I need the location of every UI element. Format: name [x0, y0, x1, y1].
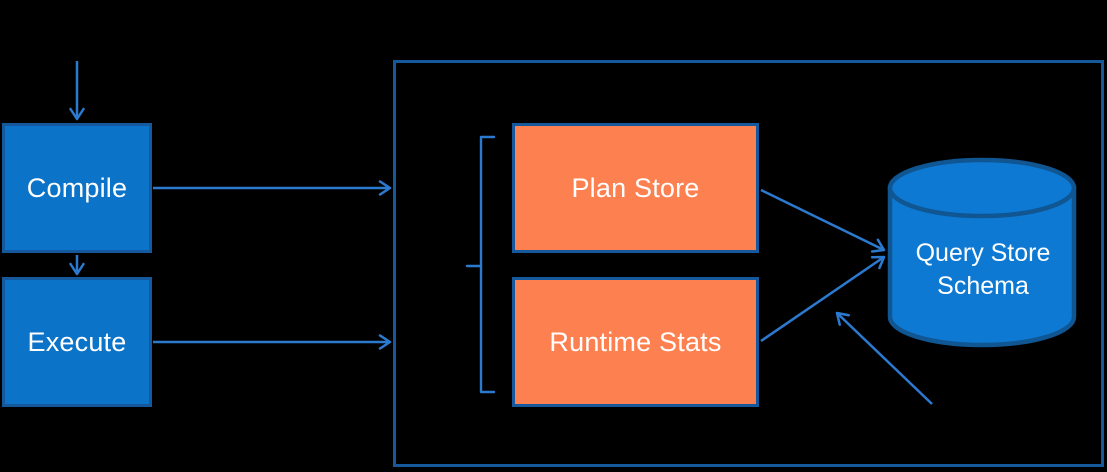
- grouping-bracket-icon: [465, 135, 496, 394]
- schema-label-line2: Schema: [937, 272, 1029, 300]
- execute-node: Execute: [2, 277, 152, 407]
- compile-node: Compile: [2, 123, 152, 253]
- query-store-container-box: [393, 60, 1104, 467]
- schema-label-line1: Query Store: [915, 239, 1051, 267]
- execute-label: Execute: [27, 326, 127, 357]
- plan-store-node: Plan Store: [512, 123, 759, 253]
- database-cylinder-icon: [887, 157, 1077, 348]
- runtime-stats-node: Runtime Stats: [512, 277, 759, 407]
- compile-label: Compile: [26, 172, 128, 203]
- query-store-schema-label: Query Store Schema: [888, 234, 1078, 306]
- runtime-stats-label: Runtime Stats: [549, 326, 722, 357]
- plan-store-to-schema-arrow: [760, 188, 886, 253]
- plan-store-label: Plan Store: [571, 172, 700, 203]
- runtime-stats-to-schema-arrow: [760, 255, 886, 343]
- annotation-arrow: [835, 311, 933, 405]
